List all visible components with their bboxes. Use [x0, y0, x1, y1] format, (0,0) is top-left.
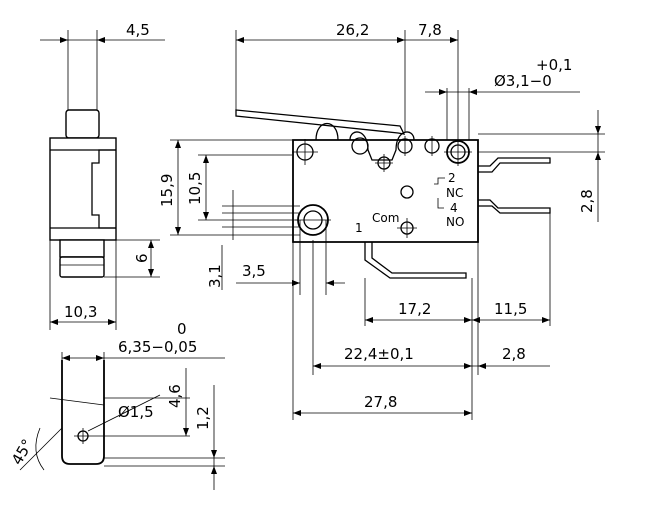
dim-w-3-5: 3,5	[242, 262, 266, 280]
dim-w-17-2: 17,2	[398, 300, 431, 318]
dim-term-zero: 0	[177, 320, 187, 338]
dim-lever-offset: 7,8	[418, 21, 442, 39]
dim-h-15-9: 15,9	[158, 174, 176, 207]
dim-w-2-8-bottom: 2,8	[502, 345, 526, 363]
no-label: NO	[446, 215, 464, 229]
dim-lever-length: 26,2	[336, 21, 369, 39]
dim-term-hole: Ø1,5	[118, 403, 154, 421]
dim-tol-plus: +0,1	[536, 56, 572, 74]
dim-h-2-8-right: 2,8	[578, 189, 596, 213]
front-view: 2 NC 4 NO Com 1 26,2 7,8 +0,1 Ø3,1−0 15,…	[158, 21, 605, 420]
nc-label: NC	[446, 186, 463, 200]
com-label: Com	[372, 211, 399, 225]
terminal-detail: 0 6,35−0,05 Ø1,5 4,6 1,2 45°	[8, 320, 225, 490]
dim-w-22-4: 22,4±0,1	[344, 345, 414, 363]
no-number: 4	[450, 201, 458, 215]
dim-term-angle: 45°	[8, 436, 37, 468]
dim-term-h-1-2: 1,2	[194, 406, 212, 430]
dim-w-27-8: 27,8	[364, 393, 397, 411]
side-view: 4,5 6 10,3	[40, 21, 165, 330]
nc-number: 2	[448, 171, 456, 185]
dim-side-pin-height: 6	[133, 253, 151, 263]
dim-h-10-5: 10,5	[186, 172, 204, 205]
dim-term-width: 6,35−0,05	[118, 338, 197, 356]
dim-hole-dia: Ø3,1−0	[494, 72, 552, 90]
dim-term-h-4-6: 4,6	[166, 384, 184, 408]
dim-h-3-1: 3,1	[206, 264, 224, 288]
com-number: 1	[355, 221, 363, 235]
dim-side-width-top: 4,5	[126, 21, 150, 39]
dim-side-width-body: 10,3	[64, 303, 97, 321]
dim-w-11-5: 11,5	[494, 300, 527, 318]
